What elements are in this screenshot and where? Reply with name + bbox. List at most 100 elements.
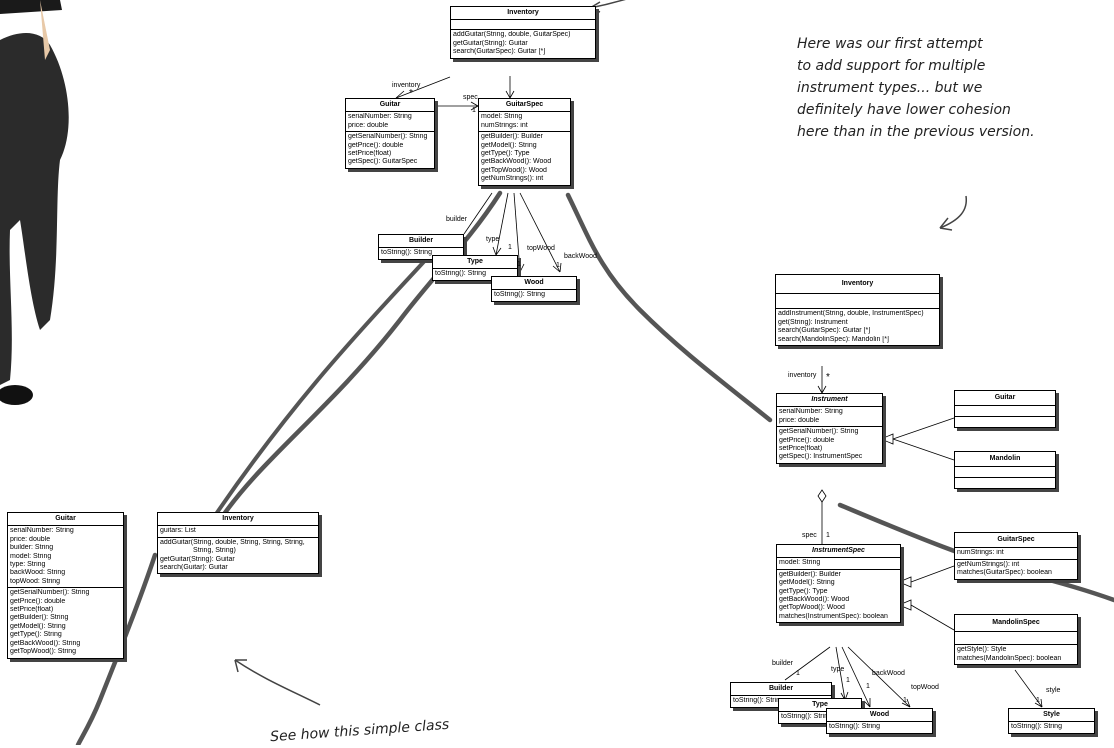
top-guitar-class: Guitar serialNumber: String price: doubl…	[345, 98, 435, 169]
right-guitarspec-class: GuitarSpec numStrings: int getNumStrings…	[954, 532, 1078, 580]
class-operations: getSerialNumber(): String getPrice(): do…	[8, 588, 123, 657]
note-line: here than in the previous version.	[797, 124, 1035, 140]
assoc-multiplicity-one: 1	[556, 262, 560, 269]
assoc-multiplicity-star: *	[409, 88, 413, 99]
assoc-label-topwood: topWood	[527, 245, 555, 252]
class-title: Wood	[492, 277, 576, 291]
attribute: model: String	[779, 559, 821, 567]
operation: getGuitar(String): Guitar	[453, 39, 528, 47]
right-mandolinspec-class: MandolinSpec getStyle(): Style matches(M…	[954, 614, 1078, 666]
assoc-multiplicity-star: *	[826, 372, 830, 383]
class-operations: getStyle(): Style matches(MandolinSpec):…	[955, 645, 1077, 664]
operation: setPrice(float)	[779, 445, 823, 453]
assoc-multiplicity-one: 1	[866, 683, 870, 690]
assoc-multiplicity-one: 1	[517, 261, 521, 268]
right-instrument-class: Instrument serialNumber: String price: d…	[776, 393, 883, 464]
operation: matches(GuitarSpec): boolean	[957, 569, 1052, 577]
class-operations: toString(): String	[379, 248, 463, 258]
class-attributes: model: String	[777, 558, 900, 570]
class-title: GuitarSpec	[955, 533, 1077, 549]
operation: getNumStrings(): int	[957, 560, 1020, 568]
operation: toString(): String	[829, 723, 880, 731]
class-attributes	[955, 632, 1077, 646]
class-attributes	[955, 467, 1055, 479]
attribute: price: double	[10, 535, 51, 543]
operation: getType(): Type	[779, 587, 828, 595]
class-operations: toString(): String	[731, 696, 831, 706]
class-title: Guitar	[346, 99, 434, 113]
class-attributes: serialNumber: String price: double	[777, 407, 882, 428]
operation: getBackWood(): String	[10, 639, 81, 647]
class-operations: getBuilder(): Builder getModel(): String…	[479, 132, 570, 184]
note-line: Here was our first attempt	[797, 36, 983, 52]
operation: getSerialNumber(): String	[779, 428, 859, 436]
assoc-multiplicity-one: 1	[903, 697, 907, 704]
class-title: Wood	[827, 709, 932, 723]
class-operations: toString(): String	[1009, 722, 1094, 732]
operation: getModel(): String	[10, 622, 66, 630]
right-instrumentspec-class: InstrumentSpec model: String getBuilder(…	[776, 544, 901, 624]
attribute: serialNumber: String	[348, 113, 412, 121]
class-operations: getSerialNumber(): String getPrice(): do…	[346, 132, 434, 168]
operation: addGuitar(String, double, String, String…	[160, 538, 305, 546]
operation: getType(): String	[10, 631, 62, 639]
top-inventory-class: Inventory addGuitar(String, double, Guit…	[450, 6, 596, 59]
assoc-label-backwood: backWood	[872, 670, 905, 677]
annotation-note-cohesion: Here was our first attempt to add suppor…	[797, 33, 1035, 143]
note-line: definitely have lower cohesion	[797, 102, 1011, 118]
operation: getBuilder(): Builder	[481, 133, 543, 141]
top-wood-class: Wood toString(): String	[491, 276, 577, 302]
attribute: price: double	[348, 121, 389, 129]
operation: addInstrument(String, double, Instrument…	[778, 310, 924, 318]
attribute: model: String	[481, 113, 523, 121]
class-title: Builder	[731, 683, 831, 697]
left-guitar-class: Guitar serialNumber: String price: doubl…	[7, 512, 124, 659]
attribute: builder: String	[10, 544, 54, 552]
right-wood-class: Wood toString(): String	[826, 708, 933, 734]
assoc-label-backwood: backWood	[564, 253, 597, 260]
class-operations: addGuitar(String, double, GuitarSpec) ge…	[451, 30, 595, 57]
operation: toString(): String	[1011, 723, 1062, 731]
attribute: topWood: String	[10, 577, 61, 585]
class-title: Guitar	[8, 513, 123, 527]
operation: getPrice(): double	[779, 436, 835, 444]
operation: getSpec(): InstrumentSpec	[779, 453, 863, 461]
assoc-label-topwood: topWood	[911, 684, 939, 691]
operation: search(Guitar): Guitar	[160, 564, 228, 572]
class-attributes: guitars: List	[158, 526, 318, 538]
class-operations: toString(): String	[492, 290, 576, 300]
attribute: serialNumber: String	[779, 408, 843, 416]
assoc-label-type: type	[831, 666, 845, 673]
operation: get(String): Instrument	[778, 318, 848, 326]
operation: getType(): Type	[481, 150, 530, 158]
top-guitarspec-class: GuitarSpec model: String numStrings: int…	[478, 98, 571, 186]
operation: toString(): String	[781, 713, 832, 721]
operation: getTopWood(): Wood	[481, 166, 547, 174]
operation: getPrice(): double	[348, 141, 404, 149]
class-attributes: serialNumber: String price: double	[346, 112, 434, 133]
operation: matches(InstrumentSpec): boolean	[779, 612, 888, 620]
class-operations	[955, 417, 1055, 427]
assoc-label-spec: spec	[463, 94, 478, 101]
person-illustration	[0, 0, 69, 405]
class-title: Inventory	[776, 275, 939, 295]
operation: getBackWood(): Wood	[779, 596, 850, 604]
class-attributes	[955, 406, 1055, 418]
assoc-label-style: style	[1046, 687, 1061, 694]
attribute: guitars: List	[160, 527, 196, 535]
note-line: to add support for multiple	[797, 58, 986, 74]
assoc-label-builder: builder	[446, 216, 468, 223]
assoc-multiplicity-one: 1	[508, 244, 512, 251]
class-attributes: numStrings: int	[955, 548, 1077, 560]
operation: toString(): String	[435, 270, 486, 278]
operation: getSpec(): GuitarSpec	[348, 158, 418, 166]
attribute: backWood: String	[10, 569, 66, 577]
assoc-multiplicity-one: 1	[826, 532, 830, 539]
operation: toString(): String	[381, 249, 432, 257]
assoc-label-inventory: inventory	[788, 372, 817, 379]
operation: getGuitar(String): Guitar	[160, 555, 235, 563]
operation: setPrice(float)	[348, 150, 392, 158]
class-operations: getBuilder(): Builder getModel(): String…	[777, 570, 900, 622]
class-operations	[955, 478, 1055, 488]
operation: getBackWood(): Wood	[481, 158, 552, 166]
